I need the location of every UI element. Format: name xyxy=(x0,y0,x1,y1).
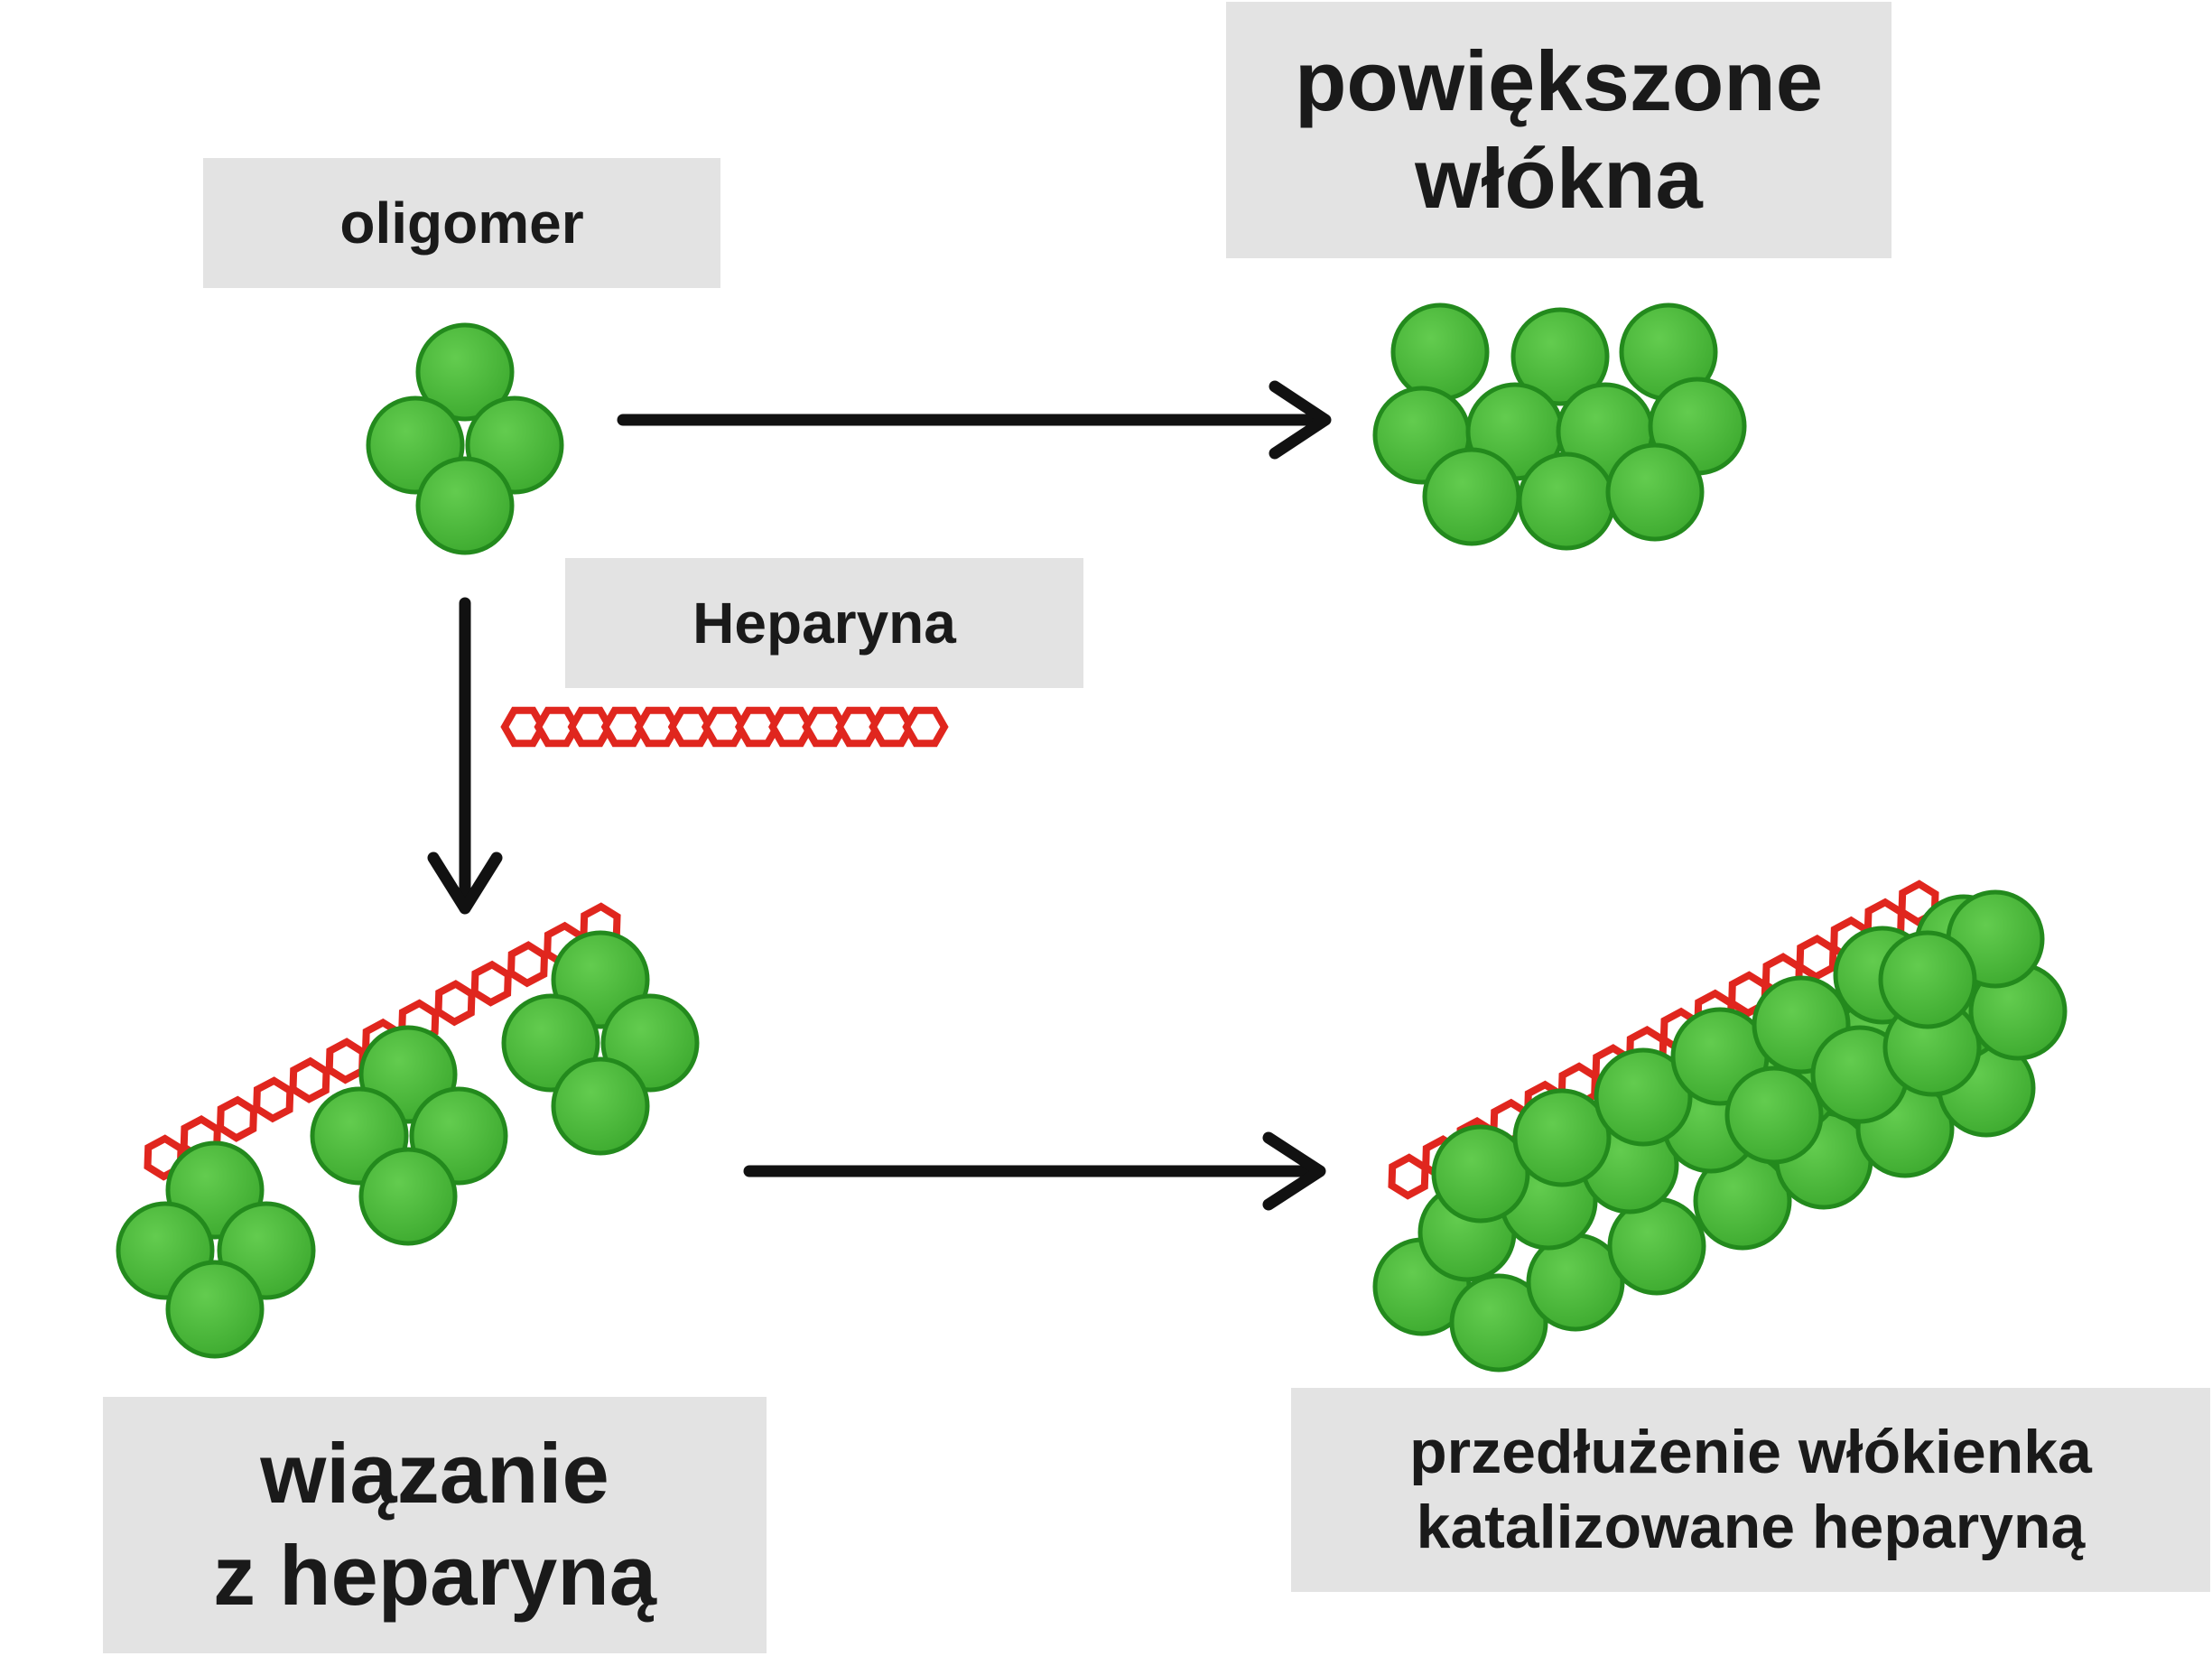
heparin-unit xyxy=(768,706,815,748)
protein-subunit xyxy=(1422,447,1521,546)
bound-oligomer-cluster xyxy=(116,1140,316,1359)
protein-subunit xyxy=(358,1147,458,1246)
heparin-unit xyxy=(325,1038,367,1084)
arrow-binding-to-elongation xyxy=(743,1131,1326,1211)
protein-subunit xyxy=(1390,302,1490,402)
protein-subunit xyxy=(551,1056,650,1156)
heparin-label-text: Heparyna xyxy=(692,591,956,656)
protein-subunit xyxy=(415,456,515,555)
heparin-unit xyxy=(470,960,512,1007)
protein-subunit xyxy=(1594,1047,1693,1147)
protein-subunit xyxy=(165,1260,265,1359)
heparin-unit xyxy=(600,706,647,748)
heparin-unit xyxy=(507,941,549,988)
protein-subunit xyxy=(415,322,515,422)
bound-oligomer-cluster xyxy=(310,1025,508,1246)
heparin-unit xyxy=(253,1076,294,1123)
fibril-elongation-label: przedłużenie włókienka katalizowane hepa… xyxy=(1291,1388,2210,1592)
protein-subunit xyxy=(1878,930,1977,1029)
protein-subunit xyxy=(1431,1124,1530,1224)
heparin-unit xyxy=(434,980,476,1027)
fibril-elongation-label-line-2: katalizowane heparyną xyxy=(1416,1493,2086,1561)
arrow-oligomer-to-fibrils xyxy=(617,380,1332,460)
enlarged-fibrils-label-line-1: powiększone xyxy=(1294,33,1824,128)
enlarged-fibrils-label: powiększone włókna xyxy=(1226,2,1891,258)
enlarged-fibril-cluster xyxy=(1372,302,1747,551)
arrow-oligomer-to-binding xyxy=(427,597,503,915)
protein-subunit xyxy=(1512,1088,1612,1187)
elongated-fibril-cluster xyxy=(1372,889,2068,1373)
heparin-unit xyxy=(289,1056,330,1103)
heparin-unit xyxy=(667,706,715,748)
protein-subunit xyxy=(1724,1065,1824,1165)
protein-subunit xyxy=(1510,307,1610,406)
heparin-unit xyxy=(802,706,849,748)
heparin-unit xyxy=(634,706,681,748)
oligomer-label-text: oligomer xyxy=(339,191,584,256)
heparin-unit xyxy=(500,706,547,748)
heparin-unit xyxy=(701,706,748,748)
heparin-unit xyxy=(835,706,882,748)
heparin-unit xyxy=(869,706,915,748)
heparin-unit xyxy=(1388,1153,1429,1200)
heparin-unit xyxy=(734,706,782,748)
bound-oligomer-cluster xyxy=(501,930,700,1156)
heparin-unit xyxy=(1796,934,1837,982)
fibril-elongation-label-line-1: przedłużenie włókienka xyxy=(1409,1418,2092,1487)
protein-subunit xyxy=(1605,442,1705,542)
enlarged-fibrils-label-line-2: włókna xyxy=(1415,131,1703,226)
protein-subunit xyxy=(1449,1273,1548,1373)
heparin-unit xyxy=(216,1095,258,1142)
oligomer-cluster xyxy=(366,322,564,555)
protein-subunit xyxy=(1517,451,1616,551)
heparin-chain-free xyxy=(500,706,949,748)
heparin-unit xyxy=(567,706,614,748)
heparin-label: Heparyna xyxy=(565,558,1083,688)
heparin-binding-label-line-1: wiązanie xyxy=(260,1426,609,1521)
heparin-binding-label-line-2: z heparyną xyxy=(212,1528,657,1623)
heparin-binding-label: wiązanie z heparyną xyxy=(103,1397,767,1653)
oligomer-label: oligomer xyxy=(203,158,720,288)
heparin-unit xyxy=(902,706,949,748)
heparin-unit xyxy=(534,706,581,748)
